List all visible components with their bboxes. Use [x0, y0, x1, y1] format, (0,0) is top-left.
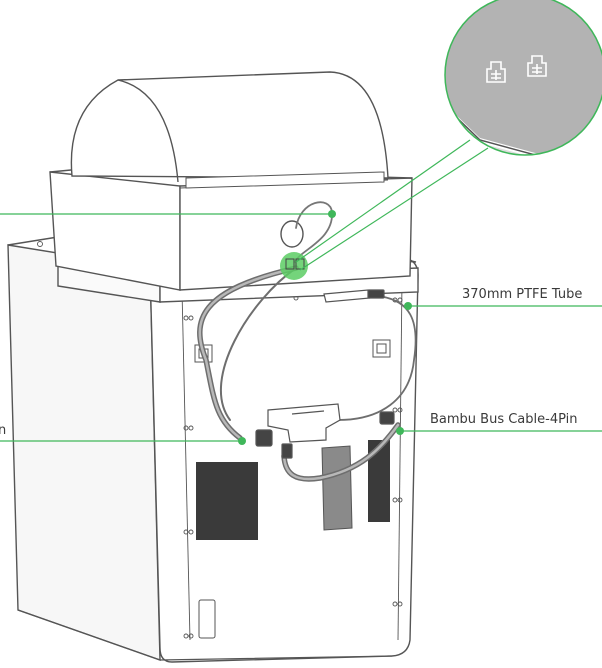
cables: [197, 201, 417, 482]
callout-lines: [0, 213, 602, 442]
ams-unit: [49, 71, 419, 303]
printer-body: [7, 235, 419, 663]
body-screws: [37, 241, 403, 639]
buffer-hub: [255, 289, 395, 459]
filament-connector-icon: [527, 55, 547, 77]
zoom-inset: [444, 0, 602, 156]
ptfe-tube-label: 370mm PTFE Tube: [462, 287, 583, 302]
vent-grilles: [196, 440, 390, 540]
callout-dots: [238, 210, 412, 445]
left-cropped-label: n: [0, 423, 7, 438]
filament-connector-icon: [486, 61, 506, 83]
zoom-leader-lines: [295, 139, 489, 271]
bus-cable-label: Bambu Bus Cable-4Pin: [430, 412, 578, 427]
